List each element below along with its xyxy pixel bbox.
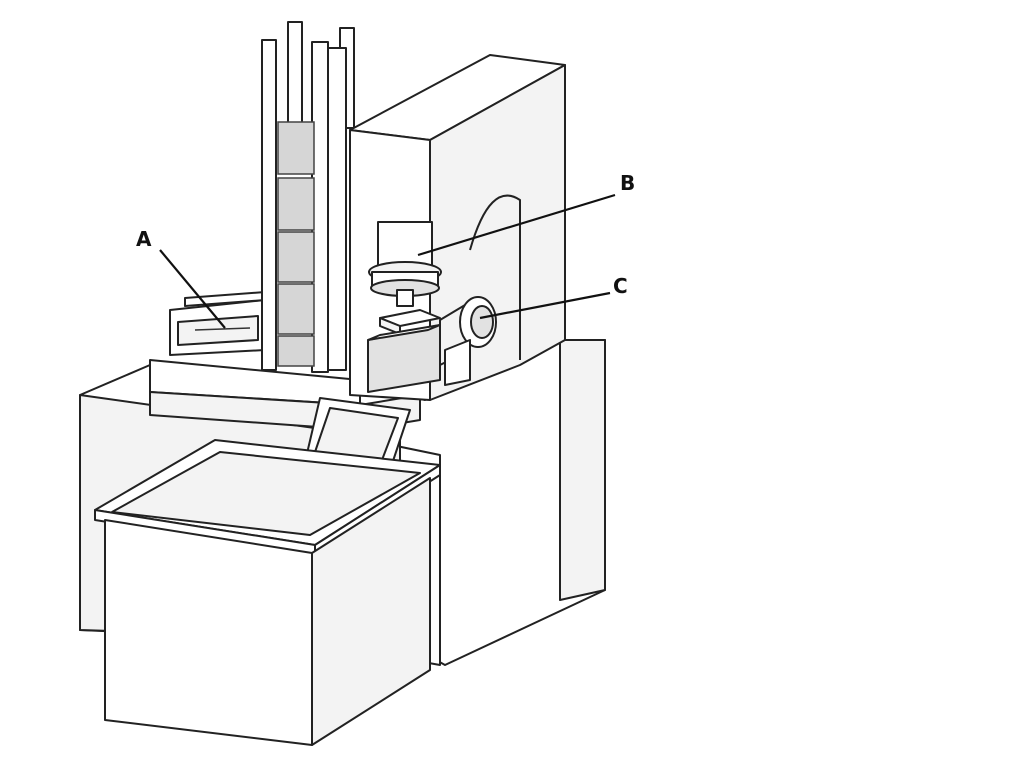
label-a: A (136, 227, 152, 251)
right-base-cabinet (399, 339, 606, 666)
tool-disc (439, 296, 497, 386)
leader-c (479, 291, 611, 320)
leader-b (417, 193, 616, 257)
leader-a (159, 249, 226, 329)
spindle (368, 221, 442, 307)
label-b: B (620, 171, 635, 195)
collection-bin (94, 439, 441, 746)
label-c: C (613, 274, 628, 298)
workpiece-vise (367, 309, 441, 393)
magazine-stack (261, 21, 355, 373)
loader-rail (169, 291, 266, 356)
